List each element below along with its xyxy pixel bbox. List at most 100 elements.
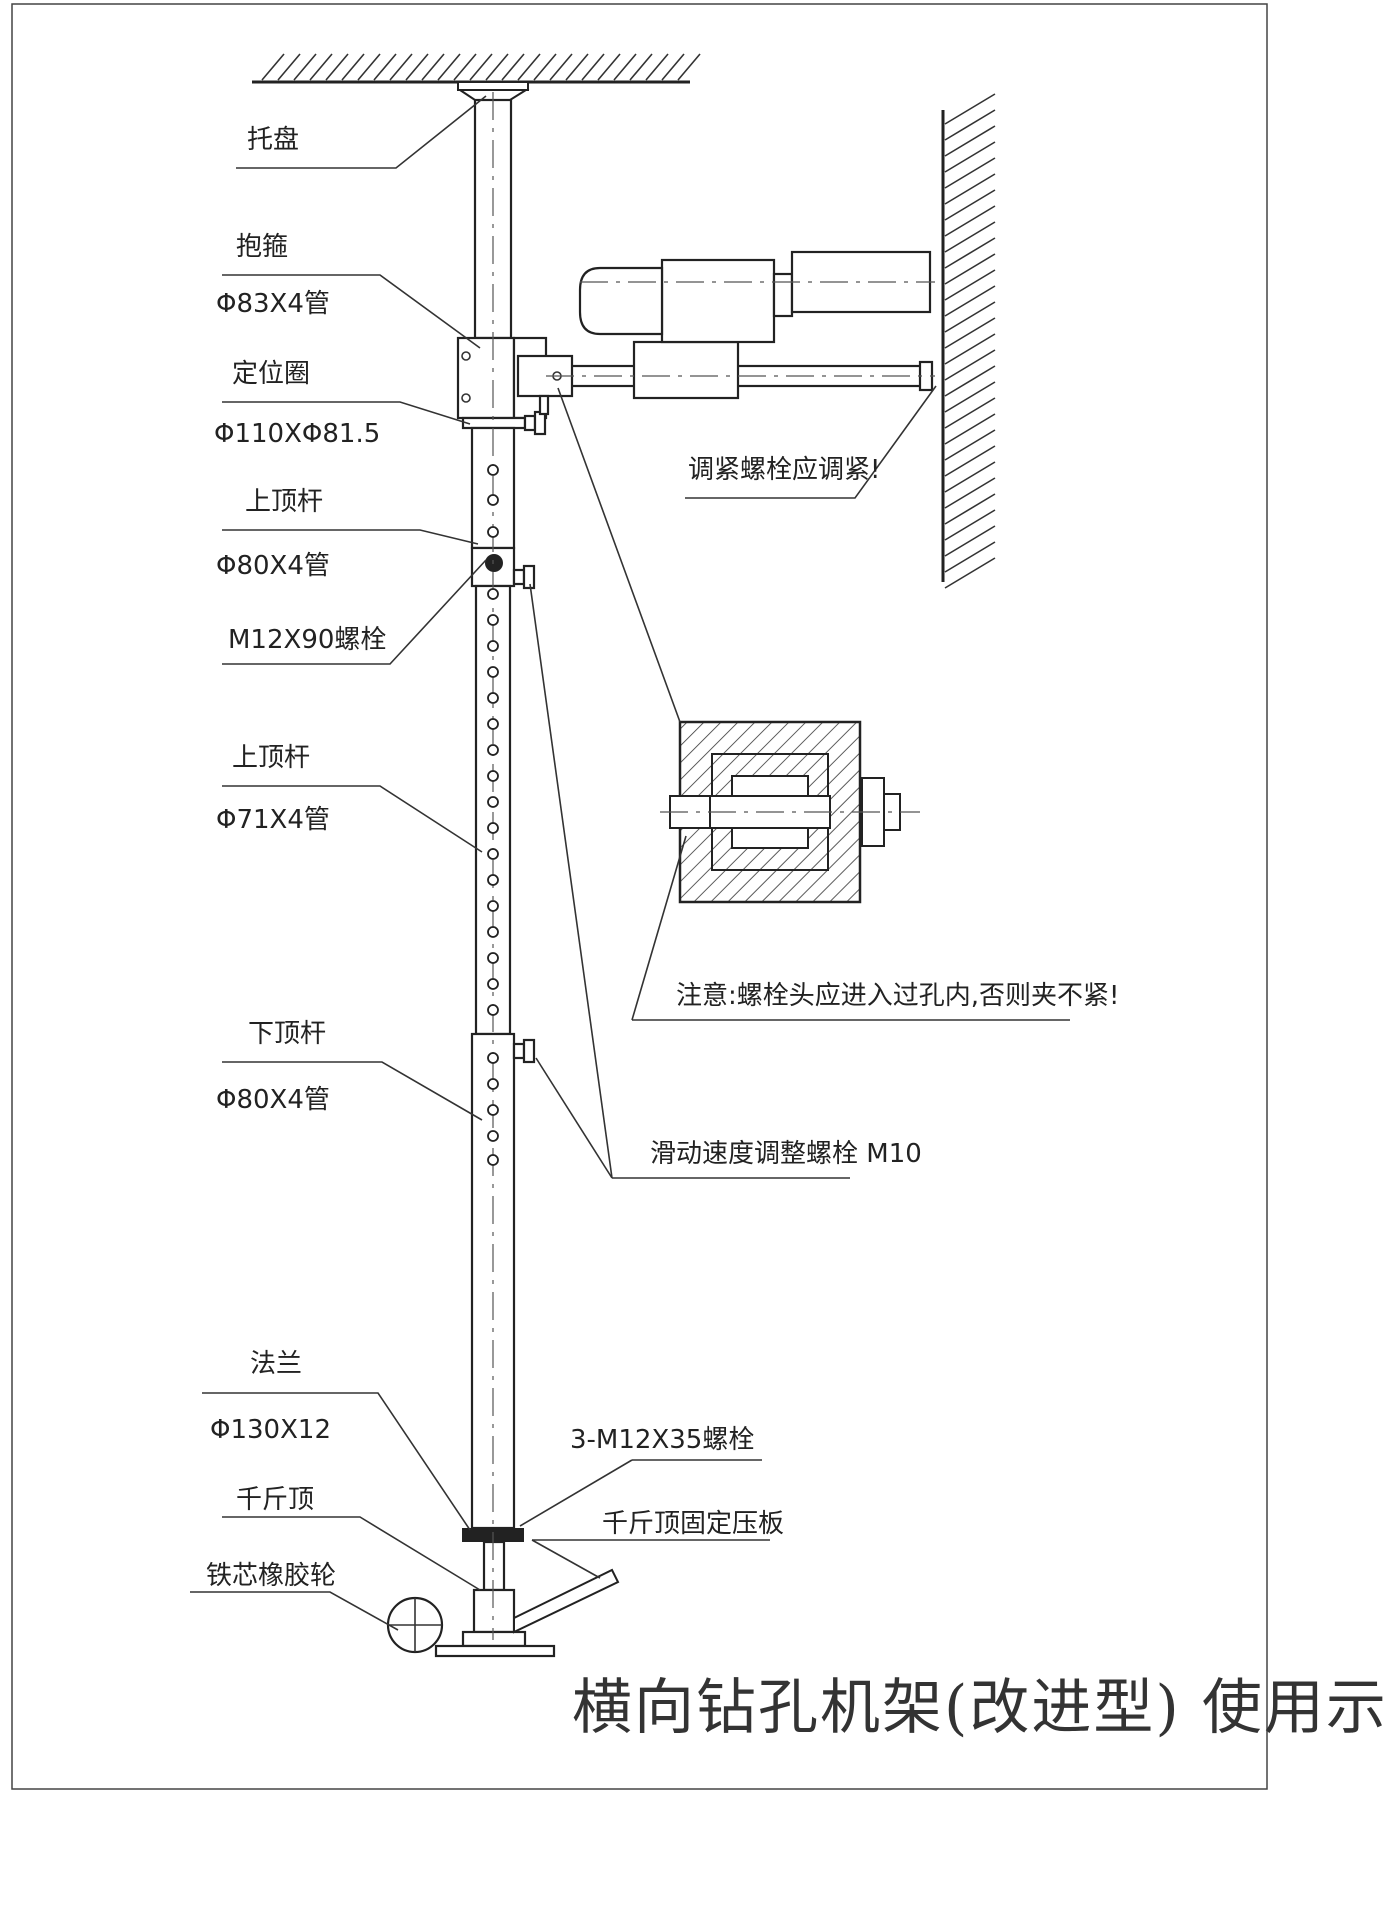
label-jack: 千斤顶: [236, 1485, 314, 1515]
label-lower-rod: 下顶杆: [248, 1019, 326, 1049]
leader-lines: [190, 95, 1070, 1631]
adjust-hole: [487, 588, 499, 600]
label-flange-bolts: 3-M12X35螺栓: [570, 1425, 754, 1455]
hatch-line: [549, 53, 573, 81]
hatch-line: [944, 157, 996, 189]
hatch-line: [944, 173, 996, 205]
adjust-hole: [487, 692, 499, 704]
label-upper-rod-1: 上顶杆: [245, 487, 323, 517]
label-wheel: 铁芯橡胶轮: [206, 1561, 336, 1591]
adjust-hole: [487, 796, 499, 808]
hatch-line: [944, 109, 996, 141]
adjust-hole: [487, 822, 499, 834]
locating-ring: [461, 416, 527, 430]
adjust-hole: [487, 1004, 499, 1016]
hatch-line: [629, 53, 653, 81]
label-upper-rod-2: 上顶杆: [232, 743, 310, 773]
hatch-line: [501, 53, 525, 81]
adjust-hole: [487, 526, 499, 538]
hatch-line: [309, 53, 333, 81]
label-bolt-m12x90: M12X90螺栓: [228, 625, 386, 655]
hatch-line: [944, 333, 996, 365]
hatch-line: [677, 53, 701, 81]
hatch-line: [944, 525, 996, 557]
hatch-line: [944, 349, 996, 381]
hatch-line: [944, 205, 996, 237]
m12x90-bolt-head: [485, 554, 503, 572]
hatch-line: [661, 53, 685, 81]
hatch-line: [944, 541, 996, 573]
label-slide-bolt: 滑动速度调整螺栓 M10: [650, 1139, 922, 1169]
hatch-line: [944, 125, 996, 157]
jack-body: [472, 1588, 516, 1634]
label-locating-ring-spec: Φ110XΦ81.5: [214, 419, 380, 449]
knob-locating: [523, 410, 547, 436]
hatch-line: [944, 93, 996, 125]
hatch-line: [405, 53, 429, 81]
adjust-hole: [487, 494, 499, 506]
drill-assembly: [516, 250, 935, 416]
adjust-hole: [487, 952, 499, 964]
hatch-line: [389, 53, 413, 81]
adjust-hole: [487, 978, 499, 990]
hatch-line: [533, 53, 557, 81]
adjust-hole: [487, 614, 499, 626]
hatch-line: [944, 141, 996, 173]
part-labels: 托盘 抱箍 Φ83X4管 定位圈 Φ110XΦ81.5 上顶杆 Φ80X4管 M…: [206, 125, 1119, 1591]
drill-gearbox: [660, 258, 776, 344]
hatch-line: [944, 301, 996, 333]
adjust-hole: [487, 874, 499, 886]
adjust-hole: [487, 848, 499, 860]
drawing-title: 横向钻孔机架(改进型) 使用示意图: [572, 1673, 1385, 1743]
hatch-line: [325, 53, 349, 81]
bolt-detail-section: [660, 720, 920, 904]
hatch-line: [581, 53, 605, 81]
hatch-line: [421, 53, 445, 81]
adjust-hole: [487, 926, 499, 938]
label-clamp-spec: Φ83X4管: [216, 289, 330, 319]
hatch-line: [469, 53, 493, 81]
adjust-hole: [487, 1052, 499, 1064]
jack-ram: [482, 1540, 506, 1592]
adjust-hole: [487, 744, 499, 756]
drill-motor: [578, 266, 664, 336]
label-upper-rod-2-spec: Φ71X4管: [216, 805, 330, 835]
hatch-line: [944, 477, 996, 509]
adjust-hole: [487, 1078, 499, 1090]
hatch-line: [944, 285, 996, 317]
hatch-line: [517, 53, 541, 81]
arm-sleeve: [632, 340, 740, 400]
hatch-line: [944, 221, 996, 253]
jack-plate: [434, 1644, 556, 1658]
hatch-line: [944, 493, 996, 525]
core-bit: [790, 250, 932, 314]
label-tray: 托盘: [247, 125, 299, 155]
hatch-line: [944, 445, 996, 477]
adjust-hole: [487, 900, 499, 912]
hatch-line: [261, 53, 285, 81]
hatch-line: [277, 53, 301, 81]
label-locating-ring: 定位圈: [232, 359, 310, 389]
adjust-hole: [487, 1130, 499, 1142]
adjust-hole: [487, 464, 499, 476]
label-bolt-head-note: 注意:螺栓头应进入过孔内,否则夹不紧!: [676, 981, 1119, 1011]
label-adjust-bolt-note: 调紧螺栓应调紧!: [688, 455, 880, 485]
hatch-line: [944, 429, 996, 461]
tray-plate: [457, 81, 529, 91]
hatch-line: [944, 253, 996, 285]
knob-upper: [512, 564, 536, 590]
hatch-line: [944, 509, 996, 541]
adjust-hole: [487, 1154, 499, 1166]
wall-hatch: [941, 93, 996, 589]
hatch-line: [944, 381, 996, 413]
label-upper-rod-1-spec: Φ80X4管: [216, 551, 330, 581]
hatch-line: [437, 53, 461, 81]
hatch-line: [613, 53, 637, 81]
label-clamp: 抱箍: [236, 232, 288, 262]
knob-lower: [512, 1038, 536, 1064]
hatch-line: [944, 237, 996, 269]
adjust-hole: [487, 718, 499, 730]
hatch-line: [597, 53, 621, 81]
hatch-line: [453, 53, 477, 81]
jack-base: [461, 1630, 527, 1648]
